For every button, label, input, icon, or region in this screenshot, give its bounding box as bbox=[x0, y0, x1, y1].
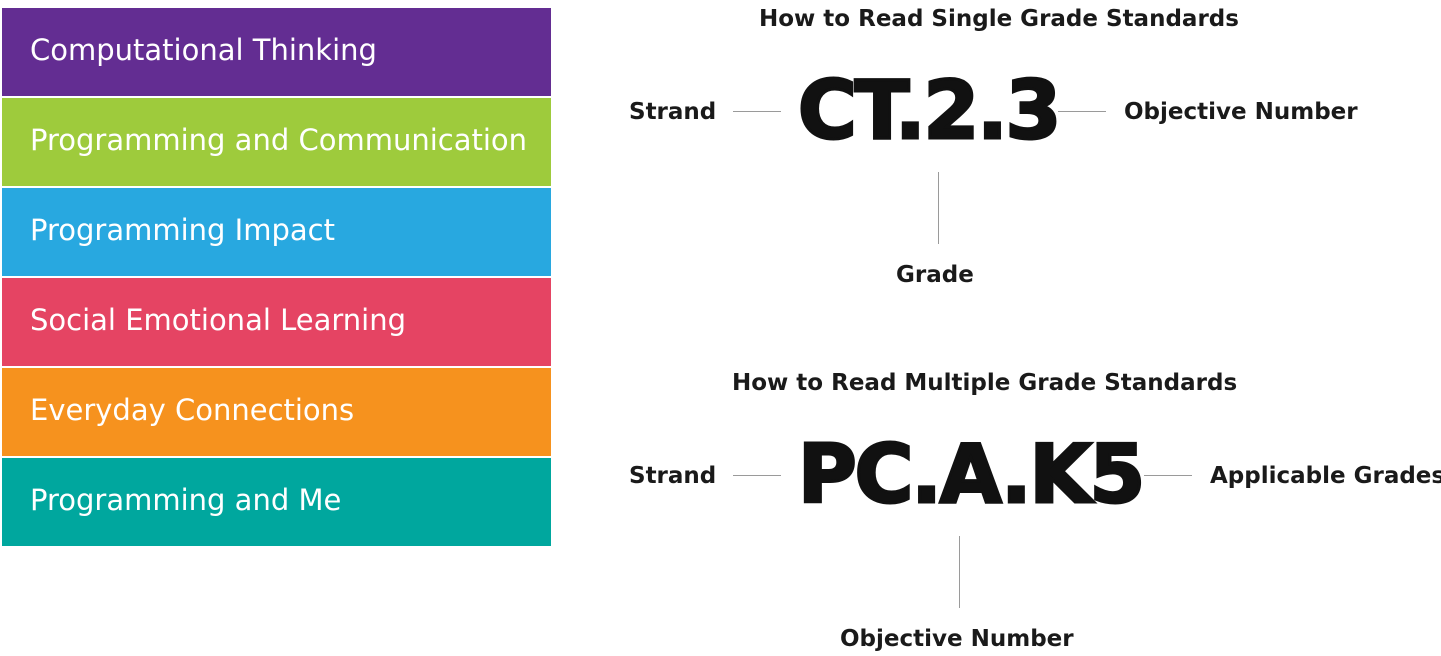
strand-social-emotional-learning: Social Emotional Learning bbox=[2, 278, 551, 366]
multiple-strand-connector bbox=[733, 475, 781, 476]
strand-label: Computational Thinking bbox=[30, 33, 377, 67]
multiple-applicable-grades-label: Applicable Grades bbox=[1210, 463, 1441, 489]
single-grade-connector bbox=[938, 172, 939, 244]
strand-legend: Computational Thinking Programming and C… bbox=[2, 8, 551, 546]
multiple-objective-label: Objective Number bbox=[840, 626, 1074, 652]
strand-programming-impact: Programming Impact bbox=[2, 188, 551, 276]
strand-label: Everyday Connections bbox=[30, 393, 355, 427]
strand-label: Programming Impact bbox=[30, 213, 335, 247]
single-standard-code: CT.2.3 bbox=[796, 64, 1062, 157]
multiple-grade-title: How to Read Multiple Grade Standards bbox=[732, 370, 1238, 396]
strand-everyday-connections: Everyday Connections bbox=[2, 368, 551, 456]
single-objective-label: Objective Number bbox=[1124, 99, 1358, 125]
single-strand-connector bbox=[733, 111, 781, 112]
strand-computational-thinking: Computational Thinking bbox=[2, 8, 551, 96]
strand-label: Social Emotional Learning bbox=[30, 303, 407, 337]
strand-programming-and-me: Programming and Me bbox=[2, 458, 551, 546]
multiple-standard-code: PC.A.K5 bbox=[796, 428, 1146, 521]
single-grade-title: How to Read Single Grade Standards bbox=[759, 6, 1239, 32]
multiple-strand-label: Strand bbox=[629, 463, 717, 489]
strand-label: Programming and Me bbox=[30, 483, 342, 517]
strand-label: Programming and Communication bbox=[30, 123, 528, 157]
single-objective-connector bbox=[1058, 111, 1106, 112]
single-grade-label: Grade bbox=[896, 262, 974, 288]
strand-programming-and-communication: Programming and Communication bbox=[2, 98, 551, 186]
multiple-objective-connector bbox=[959, 536, 960, 608]
single-strand-label: Strand bbox=[629, 99, 717, 125]
multiple-grades-connector bbox=[1144, 475, 1192, 476]
